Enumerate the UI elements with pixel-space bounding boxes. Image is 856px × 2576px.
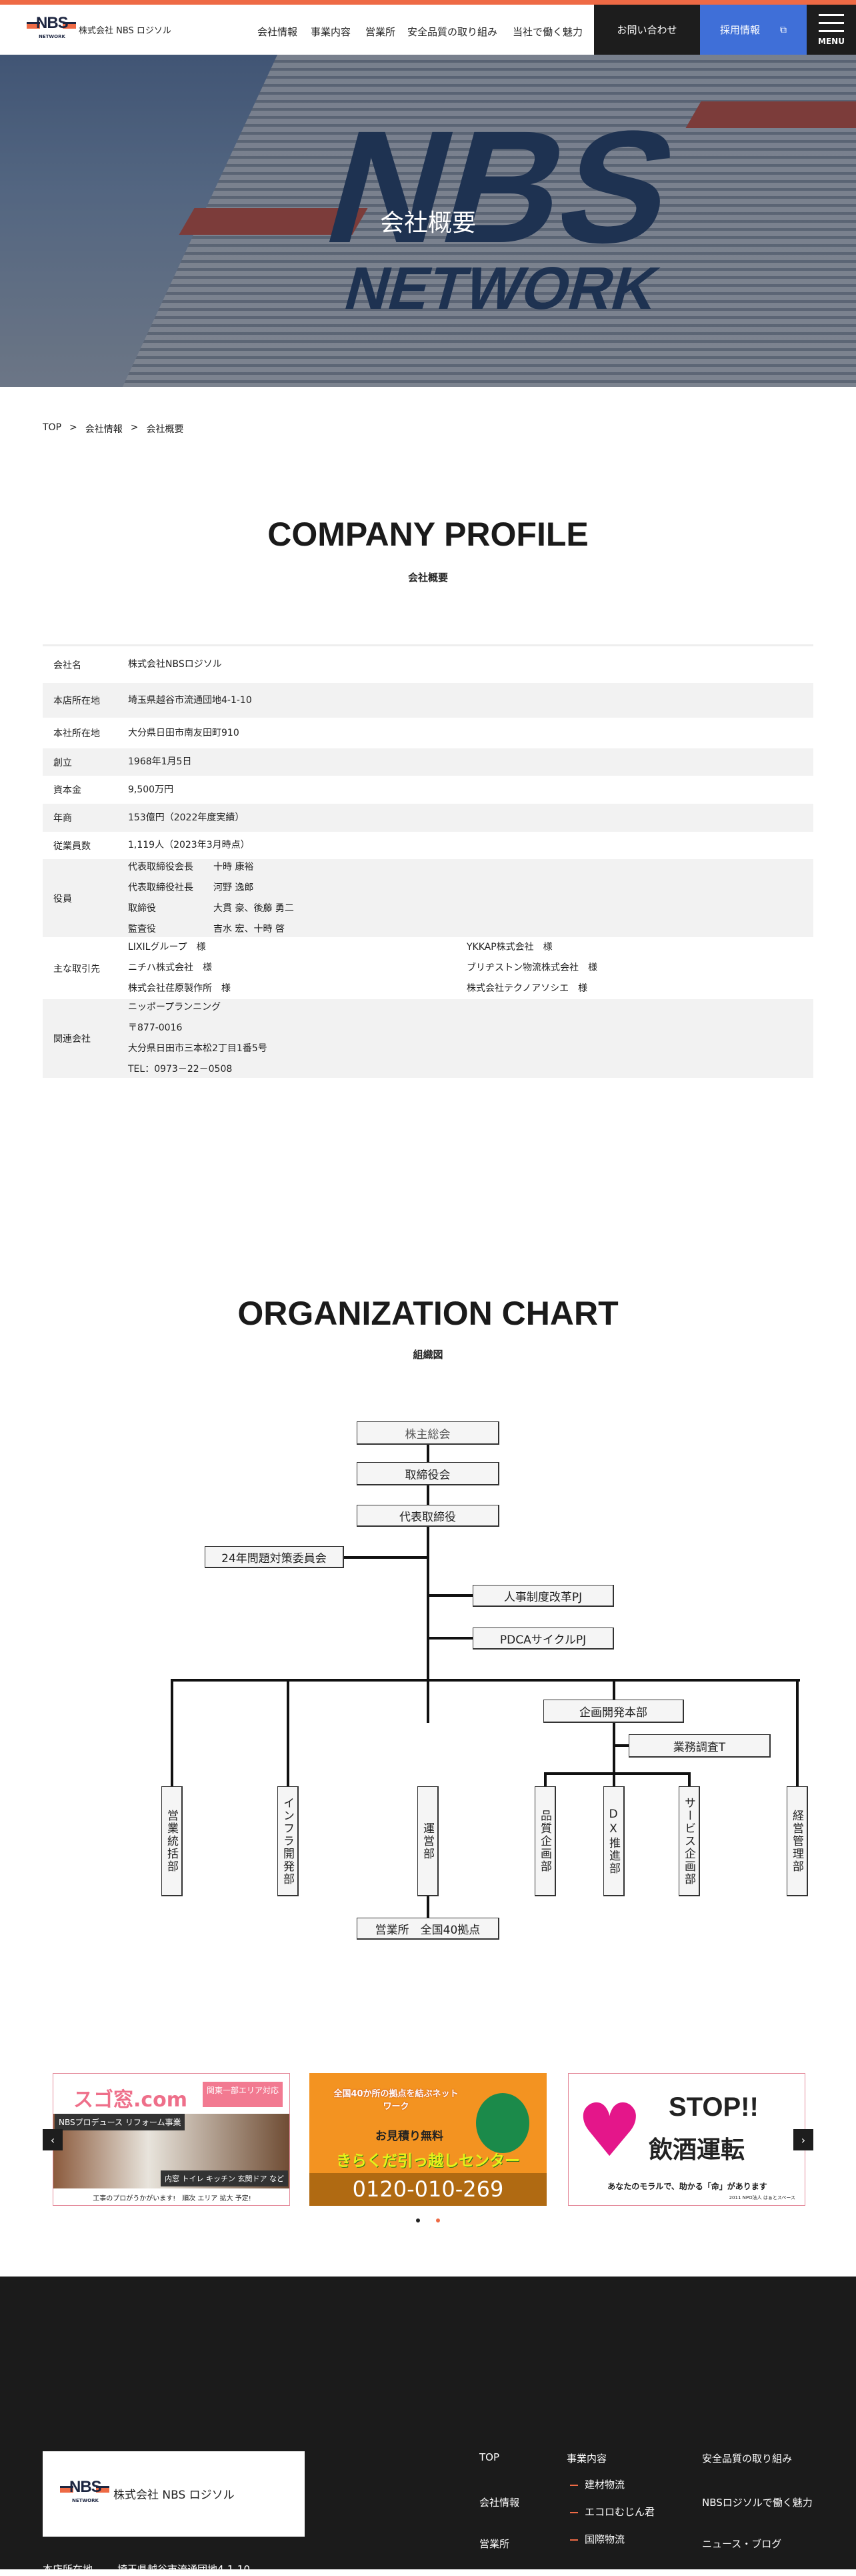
org-dept: 運営部	[417, 1786, 439, 1896]
carousel-dot-active[interactable]	[436, 2218, 440, 2222]
org-dept: サービス企画部	[679, 1786, 700, 1896]
org-shareholders-meeting: 株主総会	[357, 1421, 499, 1445]
contact-button[interactable]: お問い合わせ	[594, 5, 700, 55]
nav-business[interactable]: 事業内容	[311, 26, 351, 38]
footer-link-business[interactable]: 事業内容	[567, 2453, 607, 2465]
org-dept: インフラ開発部	[277, 1786, 299, 1896]
footer-link-company[interactable]: 会社情報	[479, 2497, 520, 2509]
recruit-label: 採用情報	[719, 24, 760, 36]
table-row: 本店所在地埼玉県越谷市流通団地4-1-10	[43, 683, 813, 718]
org-representative-director: 代表取締役	[357, 1505, 499, 1527]
breadcrumb-current: 会社概要	[146, 424, 184, 435]
carousel-dot[interactable]	[416, 2218, 420, 2222]
footer-link-safety[interactable]: 安全品質の取り組み	[702, 2453, 793, 2465]
breadcrumb-top[interactable]: TOP	[43, 422, 62, 433]
table-row: 本社所在地大分県日田市南友田町910	[53, 727, 239, 740]
footer-link-ecoro[interactable]: エコロむじん君	[570, 2505, 655, 2519]
banner-stop-drunk-driving[interactable]: ♥ STOP!! 飲酒運転 あなたのモラルで、助かる「命」があります 2011 …	[568, 2073, 805, 2206]
org-pdca-pj: PDCAサイクルPJ	[473, 1628, 614, 1650]
accent-bar	[0, 0, 856, 5]
footer-link-careers[interactable]: NBSロジソルで働く魅力	[702, 2497, 813, 2509]
hamburger-icon	[819, 14, 844, 16]
org-dept: DX推進部	[603, 1786, 625, 1896]
breadcrumb: TOP> 会社情報> 会社概要	[43, 422, 184, 435]
footer-link-offices[interactable]: 営業所	[479, 2538, 510, 2550]
nav-offices[interactable]: 営業所	[365, 26, 396, 38]
camel-mascot-icon	[476, 2093, 529, 2153]
company-profile-table: 会社名株式会社NBSロジソル 本店所在地埼玉県越谷市流通団地4-1-10 本社所…	[43, 644, 813, 1078]
menu-button[interactable]: MENU	[807, 5, 856, 55]
page-title: 会社概要	[379, 209, 476, 237]
org-hr-pj: 人事制度改革PJ	[473, 1585, 614, 1607]
carousel-next-button[interactable]: ›	[793, 2129, 813, 2150]
footer-link-intl-logistics[interactable]: 国際物流	[570, 2532, 625, 2546]
profile-subheading: 会社概要	[407, 572, 448, 584]
org-heading: ORGANIZATION CHART	[237, 1295, 619, 1332]
org-subheading: 組織図	[413, 1349, 443, 1361]
footer-link-building-logistics[interactable]: 建材物流	[570, 2477, 625, 2491]
organization-chart: 株主総会 取締役会 代表取締役 24年問題対策委員会 人事制度改革PJ PDCA…	[0, 1401, 856, 1948]
org-dept: 経営管理部	[787, 1786, 808, 1896]
company-name: 株式会社 NBS ロジソル	[79, 25, 171, 36]
heart-icon: ♥	[577, 2088, 643, 2173]
org-survey-team: 業務調査T	[629, 1734, 771, 1758]
org-committee: 24年問題対策委員会	[205, 1546, 344, 1568]
org-board: 取締役会	[357, 1462, 499, 1485]
org-planning-hq: 企画開発本部	[543, 1700, 684, 1723]
banner-kirakuda-moving[interactable]: 全国40か所の拠点を結ぶネットワーク お見積り無料 きらくだ引っ越しセンター 0…	[309, 2073, 547, 2206]
recruit-button[interactable]: 採用情報 ⧉	[700, 5, 807, 55]
menu-label: MENU	[818, 37, 845, 46]
nav-safety[interactable]: 安全品質の取り組み	[407, 26, 498, 38]
nav-company-info[interactable]: 会社情報	[257, 26, 298, 38]
footer-link-news[interactable]: ニュース・ブログ	[702, 2538, 782, 2550]
org-dept: 営業統括部	[161, 1786, 183, 1896]
external-link-icon: ⧉	[780, 24, 787, 35]
org-dept: 品質企画部	[535, 1786, 556, 1896]
hero-banner: NBS NETWORK	[0, 55, 856, 387]
contact-label: お問い合わせ	[617, 24, 677, 36]
carousel-prev-button[interactable]: ‹	[43, 2129, 63, 2150]
profile-heading: COMPANY PROFILE	[267, 516, 589, 553]
banner-sugomado[interactable]: スゴ窓.com 関東一部エリア対応 NBSプロデュース リフォーム事業 内窓 ト…	[53, 2073, 290, 2206]
footer-link-top[interactable]: TOP	[479, 2451, 500, 2463]
breadcrumb-company-info[interactable]: 会社情報	[85, 424, 123, 435]
nav-careers-appeal[interactable]: 当社で働く魅力	[513, 26, 583, 38]
table-row: 会社名株式会社NBSロジソル	[53, 659, 222, 671]
table-row-officers: 役員 代表取締役会長十時 康裕 代表取締役社長河野 逸郎 取締役大貫 豪、後藤 …	[43, 859, 813, 937]
org-branches: 営業所 全国40拠点	[357, 1918, 499, 1940]
